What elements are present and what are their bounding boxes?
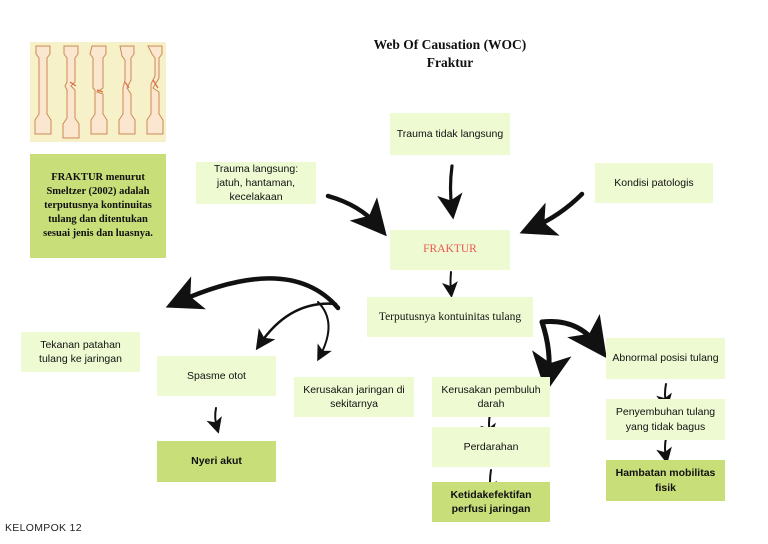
node-perdarahan: Perdarahan [432,427,550,467]
arrow-terputusnya-to-spasme [255,302,338,351]
node-penyembuhan: Penyembuhan tulang yang tidak bagus [606,399,725,440]
node-trauma-langsung: Trauma langsung: jatuh, hantaman, kecela… [196,162,316,204]
node-kerusakan-jaringan: Kerusakan jaringan di sekitarnya [294,377,414,417]
definition-box: FRAKTUR menurut Smeltzer (2002) adalah t… [30,154,166,258]
arrow-kondisi-patologis-to-fraktur [519,191,585,236]
node-kerusakan-pembuluh-label: Kerusakan pembuluh darah [441,383,541,410]
diagram-title-line2: Fraktur [426,55,474,71]
node-ketidakefektifan: Ketidakefektifan perfusi jaringan [432,482,550,522]
arrow-terputusnya-to-kerusakan-jaringan [317,301,332,362]
node-kerusakan-pembuluh: Kerusakan pembuluh darah [432,377,550,417]
node-ketidakefektifan-label: Ketidakefektifan perfusi jaringan [450,488,532,515]
node-spasme-otot-label: Spasme otot [187,369,246,382]
arrow-terputusnya-to-tekanan [165,276,341,311]
arrow-trauma-tidak-langsung-to-fraktur [437,164,463,220]
node-tekanan-patahan: Tekanan patahan tulang ke jaringan [21,332,140,372]
node-kerusakan-jaringan-label: Kerusakan jaringan di sekitarnya [303,383,405,410]
node-trauma-tidak-langsung-label: Trauma tidak langsung [396,127,504,140]
arrow-spasme-to-nyeri [206,407,222,434]
node-terputusnya: Terputusnya kontuinitas tulang [367,297,533,337]
node-fraktur: FRAKTUR [390,230,510,270]
bones-icon [34,45,164,139]
arrow-penyembuhan-to-hambatan [656,437,672,464]
node-hambatan-label: Hambatan mobilitas fisik [615,467,716,494]
footer-group-label: KELOMPOK 12 [5,522,82,534]
definition-text: FRAKTUR menurut Smeltzer (2002) adalah t… [43,171,153,240]
node-penyembuhan-label: Penyembuhan tulang yang tidak bagus [615,406,716,433]
bone-fracture-illustration [30,42,166,142]
arrow-fraktur-to-terputusnya [441,271,458,298]
node-fraktur-label: FRAKTUR [423,243,477,256]
node-hambatan: Hambatan mobilitas fisik [606,460,725,501]
node-abnormal-posisi-label: Abnormal posisi tulang [612,352,719,365]
arrow-terputusnya-to-kerusakan-pembuluh [532,319,572,393]
diagram-title-line1: Web Of Causation (WOC) [373,37,527,52]
arrow-terputusnya-to-abnormal [539,314,607,359]
node-tekanan-patahan-label: Tekanan patahan tulang ke jaringan [39,338,122,365]
diagram-title: Web Of Causation (WOC) Fraktur [350,36,550,72]
node-nyeri-akut-label: Nyeri akut [191,455,242,468]
node-perdarahan-label: Perdarahan [463,440,519,453]
node-nyeri-akut: Nyeri akut [157,441,276,482]
node-abnormal-posisi: Abnormal posisi tulang [606,338,725,379]
node-kondisi-patologis: Kondisi patologis [595,163,713,203]
node-trauma-langsung-label: Trauma langsung: jatuh, hantaman, kecela… [213,162,299,204]
node-kondisi-patologis-label: Kondisi patologis [614,176,694,189]
node-trauma-tidak-langsung: Trauma tidak langsung [390,113,510,155]
node-terputusnya-label: Terputusnya kontuinitas tulang [378,310,522,323]
arrow-trauma-langsung-to-fraktur [325,193,387,237]
node-spasme-otot: Spasme otot [157,356,276,396]
